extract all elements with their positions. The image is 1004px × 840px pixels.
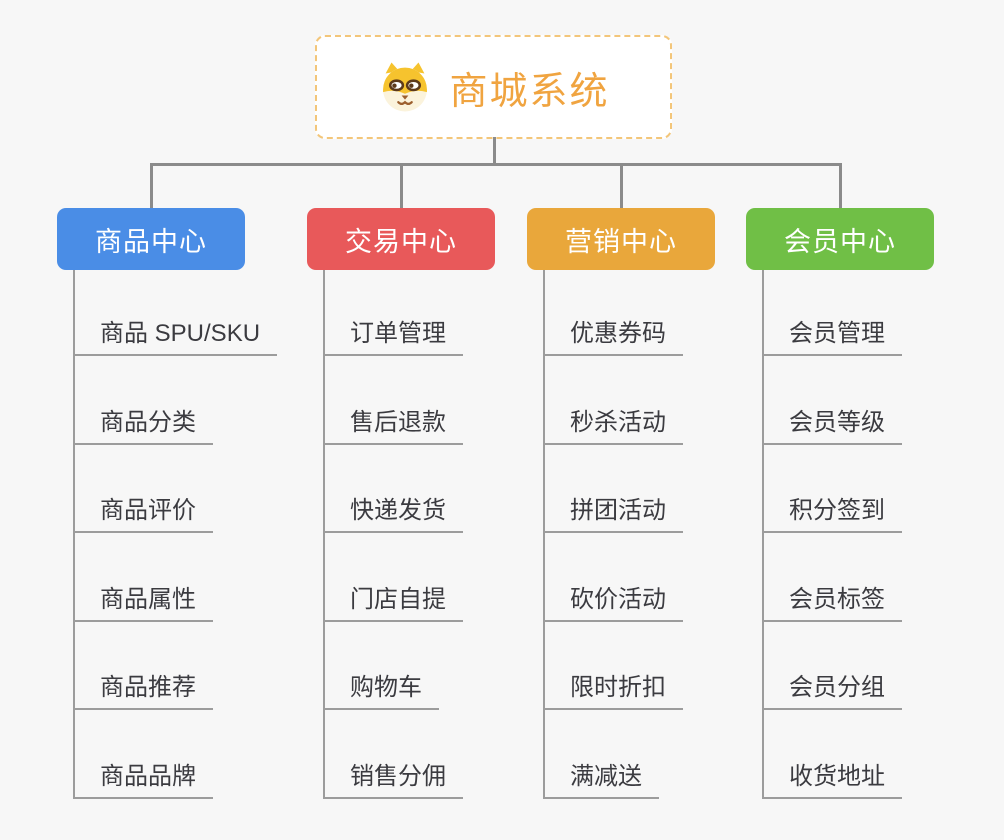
- mindmap-leaf-node[interactable]: 拼团活动: [543, 491, 683, 533]
- mindmap-leaf-node[interactable]: 优惠券码: [543, 314, 683, 356]
- mindmap-leaf-node[interactable]: 销售分佣: [323, 757, 463, 799]
- branch-header[interactable]: 营销中心: [527, 208, 715, 270]
- connector-horizontal-bus: [150, 163, 840, 166]
- mindmap-leaf-node[interactable]: 商品品牌: [73, 757, 213, 799]
- mindmap-leaf-node[interactable]: 快递发货: [323, 491, 463, 533]
- mindmap-leaf-node[interactable]: 会员管理: [762, 314, 902, 356]
- mindmap-leaf-node[interactable]: 会员分组: [762, 668, 902, 710]
- branch-column: 商品中心 商品 SPU/SKU 商品分类商品评价商品属性商品推荐商品品牌: [57, 163, 297, 808]
- mindmap-leaf-node[interactable]: 商品评价: [73, 491, 213, 533]
- branch-column: 交易中心 订单管理售后退款快递发货门店自提购物车销售分佣: [307, 163, 547, 808]
- mindmap-leaf-node[interactable]: 售后退款: [323, 403, 463, 445]
- mindmap-leaf-node[interactable]: 订单管理: [323, 314, 463, 356]
- mindmap-leaf-node[interactable]: 购物车: [323, 668, 439, 710]
- mindmap-leaf-node[interactable]: 商品 SPU/SKU: [73, 314, 278, 356]
- mindmap-leaf-node[interactable]: 商品分类: [73, 403, 213, 445]
- branch-header[interactable]: 交易中心: [307, 208, 495, 270]
- root-title: 商城系统: [449, 70, 610, 113]
- mindmap-leaf-node[interactable]: 会员等级: [762, 403, 902, 445]
- branch-column: 会员中心 会员管理会员等级积分签到会员标签会员分组收货地址: [746, 163, 986, 808]
- branch-header[interactable]: 会员中心: [746, 208, 934, 270]
- branch-column: 营销中心 优惠券码秒杀活动拼团活动砍价活动限时折扣满减送: [527, 163, 767, 808]
- root-node[interactable]: 商城系统: [315, 35, 672, 139]
- branch-header[interactable]: 商品中心: [57, 208, 245, 270]
- mindmap-leaf-node[interactable]: 满减送: [543, 757, 659, 799]
- mindmap-leaf-node[interactable]: 商品属性: [73, 580, 213, 622]
- mindmap-leaf-node[interactable]: 门店自提: [323, 580, 463, 622]
- mindmap-leaf-node[interactable]: 砍价活动: [543, 580, 683, 622]
- mindmap-leaf-node[interactable]: 收货地址: [762, 757, 902, 799]
- mindmap-leaf-node[interactable]: 限时折扣: [543, 668, 683, 710]
- mindmap-leaf-node[interactable]: 秒杀活动: [543, 403, 683, 445]
- dog-face-icon: [383, 62, 428, 112]
- mindmap-leaf-node[interactable]: 商品推荐: [73, 668, 213, 710]
- connector-root-stem: [493, 137, 496, 164]
- mindmap-leaf-node[interactable]: 会员标签: [762, 580, 902, 622]
- mindmap-leaf-node[interactable]: 积分签到: [762, 491, 902, 533]
